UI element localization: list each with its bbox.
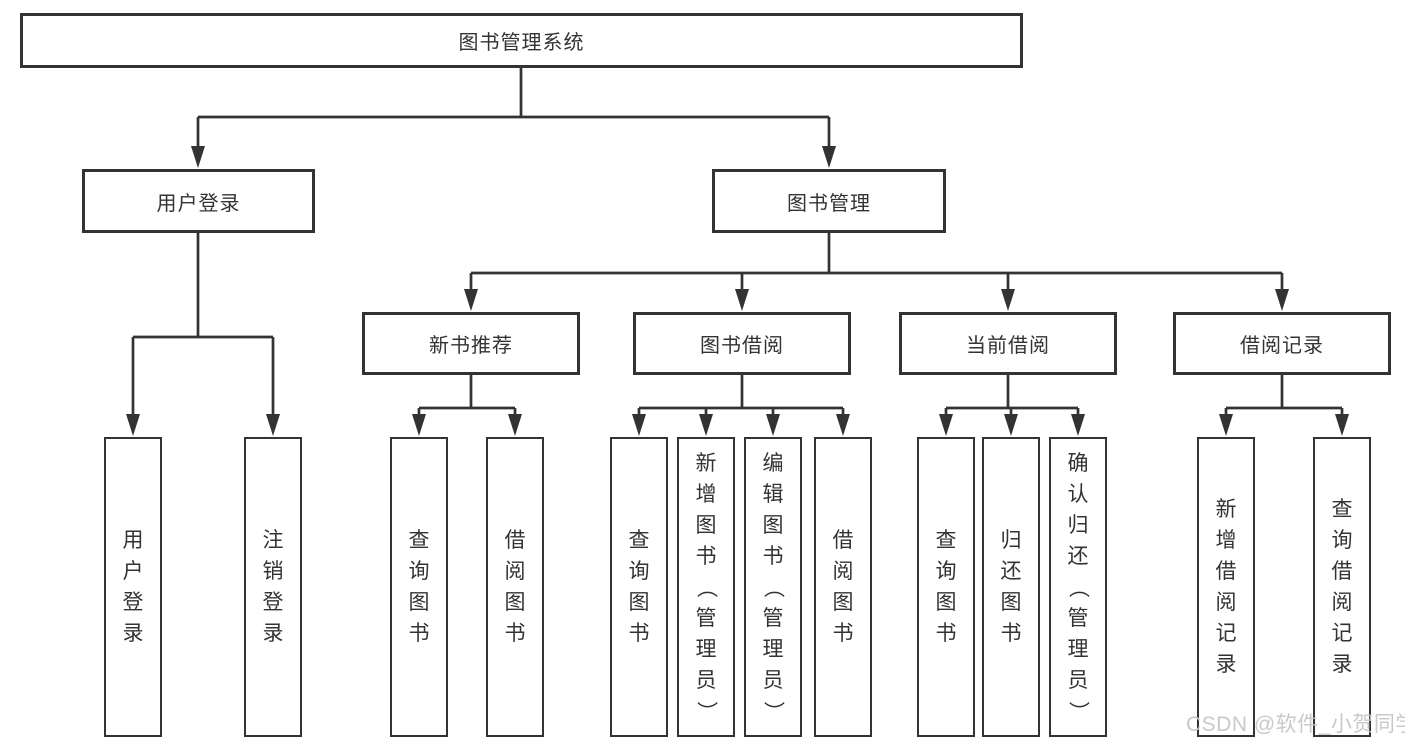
connector-current-borrow <box>939 375 1085 436</box>
node-leaf-query-borrow-record: 查询借阅记录 <box>1313 437 1371 737</box>
node-book-borrow: 图书借阅 <box>633 312 851 375</box>
node-leaf-query-books-2-label: 查询图书 <box>628 529 650 645</box>
node-leaf-borrow-books-1-label: 借阅图书 <box>504 529 526 645</box>
arrowhead-icon <box>508 414 522 436</box>
node-leaf-edit-books-admin-label: 编辑图书（管理员） <box>761 451 785 722</box>
node-leaf-return-books-label: 归还图书 <box>1000 529 1022 645</box>
node-leaf-add-books-admin-label: 新增图书（管理员） <box>694 451 718 722</box>
node-leaf-return-books: 归还图书 <box>982 437 1040 737</box>
arrowhead-icon <box>766 414 780 436</box>
arrowhead-icon <box>266 414 280 436</box>
connector-book-borrow <box>632 375 850 436</box>
node-leaf-borrow-books-2: 借阅图书 <box>814 437 872 737</box>
node-new-book-recommend-label: 新书推荐 <box>429 335 513 357</box>
node-book-management-label: 图书管理 <box>787 192 871 215</box>
node-borrow-record-label: 借阅记录 <box>1240 335 1324 357</box>
arrowhead-icon <box>1001 289 1015 311</box>
node-leaf-confirm-return-admin: 确认归还（管理员） <box>1049 437 1107 737</box>
arrowhead-icon <box>464 289 478 311</box>
arrowhead-icon <box>632 414 646 436</box>
node-leaf-query-borrow-record-label: 查询借阅记录 <box>1331 498 1353 676</box>
node-book-management: 图书管理 <box>712 169 946 233</box>
arrowhead-icon <box>1071 414 1085 436</box>
node-leaf-query-books-1-label: 查询图书 <box>408 529 430 645</box>
arrowhead-icon <box>412 414 426 436</box>
node-leaf-borrow-books-1: 借阅图书 <box>486 437 544 737</box>
arrowhead-icon <box>191 146 205 168</box>
node-leaf-logout: 注销登录 <box>244 437 302 737</box>
arrowhead-icon <box>1004 414 1018 436</box>
arrowhead-icon <box>735 289 749 311</box>
arrowhead-icon <box>1219 414 1233 436</box>
node-new-book-recommend: 新书推荐 <box>362 312 580 375</box>
arrowhead-icon <box>126 414 140 436</box>
node-current-borrow-label: 当前借阅 <box>966 335 1050 357</box>
arrowhead-icon <box>836 414 850 436</box>
node-leaf-edit-books-admin: 编辑图书（管理员） <box>744 437 802 737</box>
node-leaf-query-books-3-label: 查询图书 <box>935 529 957 645</box>
node-leaf-add-books-admin: 新增图书（管理员） <box>677 437 735 737</box>
node-root: 图书管理系统 <box>20 13 1023 68</box>
node-root-label: 图书管理系统 <box>458 32 585 54</box>
connector-user-login <box>126 233 280 436</box>
node-current-borrow: 当前借阅 <box>899 312 1117 375</box>
node-leaf-query-books-1: 查询图书 <box>390 437 448 737</box>
node-user-login-label: 用户登录 <box>156 192 241 215</box>
node-leaf-query-books-3: 查询图书 <box>917 437 975 737</box>
node-user-login: 用户登录 <box>82 169 315 233</box>
node-leaf-add-borrow-record-label: 新增借阅记录 <box>1215 498 1237 676</box>
node-leaf-add-borrow-record: 新增借阅记录 <box>1197 437 1255 737</box>
arrowhead-icon <box>699 414 713 436</box>
connector-borrow-record <box>1219 375 1349 436</box>
node-leaf-confirm-return-admin-label: 确认归还（管理员） <box>1066 451 1090 722</box>
arrowhead-icon <box>1275 289 1289 311</box>
node-leaf-query-books-2: 查询图书 <box>610 437 668 737</box>
watermark: CSDN @软件_小贺同学 <box>1186 713 1405 736</box>
arrowhead-icon <box>1335 414 1349 436</box>
node-leaf-logout-label: 注销登录 <box>262 529 284 645</box>
connector-new-book-recommend <box>412 375 522 436</box>
node-leaf-user-login: 用户登录 <box>104 437 162 737</box>
connector-root <box>191 68 836 168</box>
node-book-borrow-label: 图书借阅 <box>700 335 784 357</box>
arrowhead-icon <box>822 146 836 168</box>
node-leaf-borrow-books-2-label: 借阅图书 <box>832 529 854 645</box>
connector-book-management <box>464 233 1289 311</box>
node-leaf-user-login-label: 用户登录 <box>122 529 144 645</box>
arrowhead-icon <box>939 414 953 436</box>
node-borrow-record: 借阅记录 <box>1173 312 1391 375</box>
